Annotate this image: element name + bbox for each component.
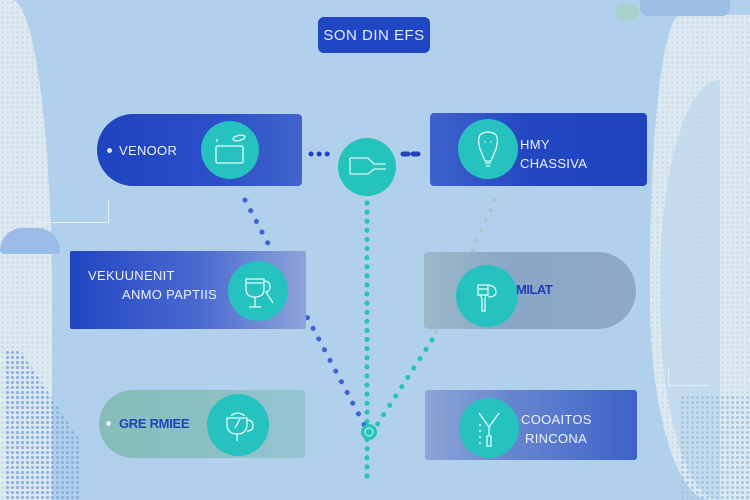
node-icon-circle xyxy=(458,119,518,179)
circuit-line-right xyxy=(668,368,709,386)
node-icon-circle xyxy=(459,398,519,458)
node-icon-circle xyxy=(201,121,259,179)
bullet-icon xyxy=(106,421,111,426)
node-coatings[interactable]: COOAITOS RINCONA xyxy=(425,390,637,460)
connector-milat-hub xyxy=(372,337,435,431)
junction-node-icon xyxy=(364,427,374,437)
halftone-dots-right xyxy=(680,395,750,500)
central-hub-node[interactable] xyxy=(338,138,396,196)
node-label: COOAITOS RINCONA xyxy=(521,412,592,446)
node-chassis[interactable]: HMY CHASSIVA xyxy=(430,113,647,186)
node-label: HMY CHASSIVA xyxy=(520,137,588,171)
laptop-icon xyxy=(215,134,246,164)
node-milat[interactable]: MILAT xyxy=(424,252,636,329)
wine-glass-icon xyxy=(245,278,274,308)
node-label: MILAT xyxy=(516,282,553,297)
plug-connector-icon xyxy=(349,157,386,175)
top-decoration-dot xyxy=(615,3,639,21)
diagram-title: SON DIN EFS xyxy=(318,17,430,53)
node-label: VENOOR xyxy=(119,143,178,158)
node-vendor[interactable]: VENOOR xyxy=(97,114,302,186)
node-icon-circle xyxy=(456,265,518,327)
cloud-decoration xyxy=(0,228,60,254)
cup-icon xyxy=(226,412,254,441)
node-label: GRE RMIEE xyxy=(119,416,190,431)
connector-plug-icon xyxy=(477,284,497,312)
connector-vendor-hub xyxy=(242,197,370,433)
lightbulb-icon xyxy=(477,131,499,167)
node-green[interactable]: GRE RMIEE xyxy=(99,390,305,458)
junction-node[interactable] xyxy=(361,424,377,440)
antenna-icon xyxy=(478,412,500,447)
bullet-icon xyxy=(107,148,112,153)
circuit-line-left xyxy=(35,200,109,223)
top-decoration-bar xyxy=(640,0,730,16)
node-partners[interactable]: VEKUUNENIT ANMO PAPTIIS xyxy=(70,251,306,329)
node-icon-circle xyxy=(207,394,269,456)
node-icon-circle xyxy=(228,261,288,321)
node-label: VEKUUNENIT ANMO PAPTIIS xyxy=(88,268,218,302)
